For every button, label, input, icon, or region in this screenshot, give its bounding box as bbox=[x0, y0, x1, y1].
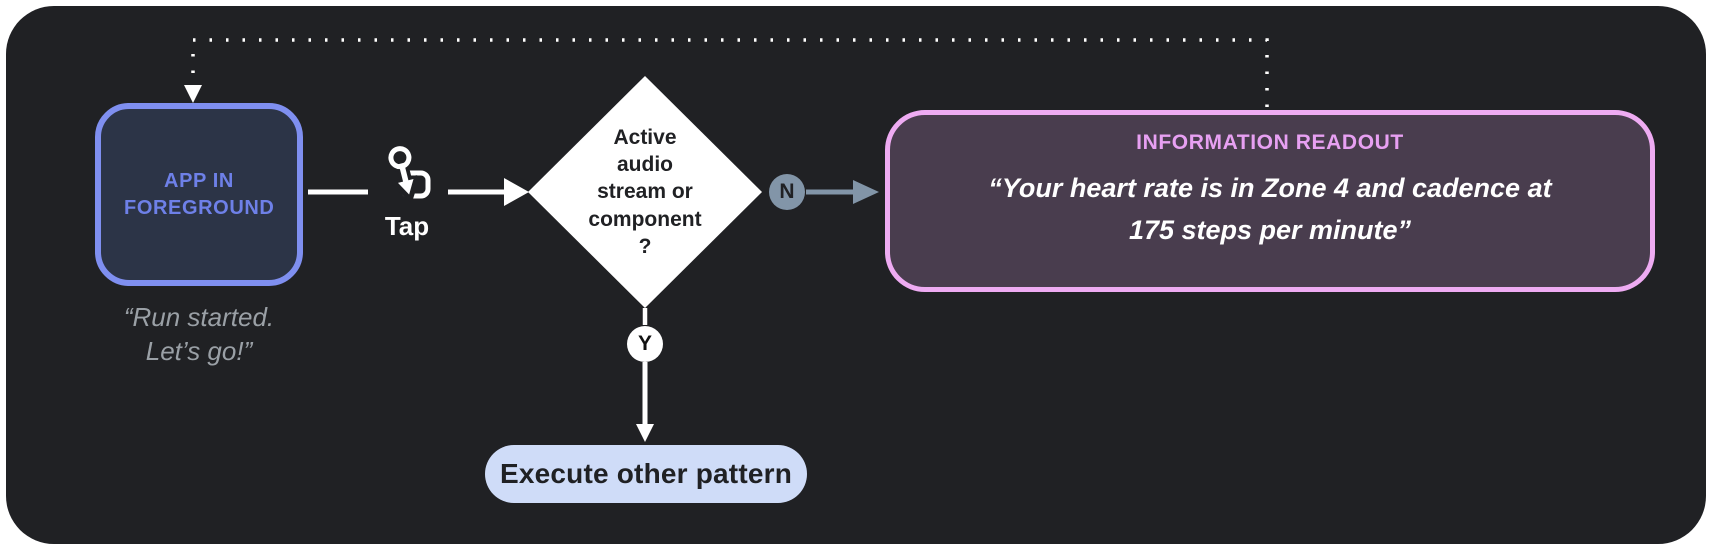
information-readout-node: INFORMATION READOUT “Your heart rate is … bbox=[885, 110, 1655, 292]
no-branch-badge: N bbox=[769, 174, 805, 210]
yes-branch-badge: Y bbox=[627, 326, 663, 362]
no-to-readout-arrowhead-icon bbox=[853, 180, 879, 204]
yes-to-action-arrowhead-icon bbox=[636, 424, 654, 442]
app-in-foreground-node: APP IN FOREGROUND bbox=[95, 103, 303, 286]
app-voice-caption: “Run started. Let’s go!” bbox=[123, 302, 275, 367]
tap-to-decision-arrowhead-icon bbox=[504, 178, 529, 206]
decision-diamond-shape bbox=[528, 76, 762, 308]
tap-label: Tap bbox=[384, 211, 430, 241]
action-pill-label: Execute other pattern bbox=[499, 458, 793, 489]
app-node-label: APP IN FOREGROUND bbox=[124, 169, 275, 219]
tap-gesture-icon bbox=[374, 143, 440, 210]
readout-quote: “Your heart rate is in Zone 4 and cadenc… bbox=[988, 173, 1552, 245]
feedback-dotted-connector bbox=[191, 38, 1269, 107]
feedback-arrowhead-icon bbox=[184, 85, 202, 103]
readout-title: INFORMATION READOUT bbox=[1136, 131, 1404, 154]
execute-other-pattern-node: Execute other pattern bbox=[485, 445, 807, 503]
decision-question: Active audio stream or component ? bbox=[588, 125, 702, 258]
